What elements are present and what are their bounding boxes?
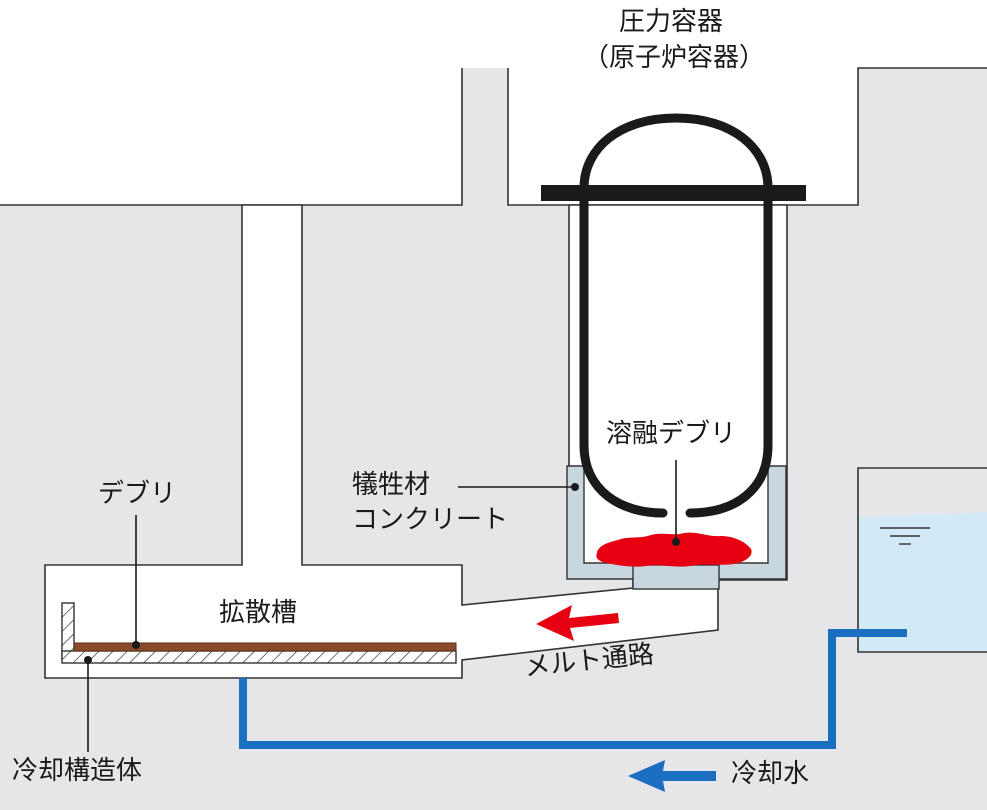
melt-flow-arrow [536, 605, 619, 641]
label-pressure-vessel-sub: （原子炉容器） [583, 43, 766, 73]
upper-space [0, 0, 987, 205]
label-spreading-tank: 拡散槽 [219, 598, 298, 628]
debris-pointer-dot [132, 641, 140, 649]
sacrificial-pointer-dot [571, 483, 579, 491]
upper-space-outline [0, 67, 987, 206]
cooling-structure-pointer-dot [84, 656, 92, 664]
water-tank [858, 512, 987, 652]
debris-layer [73, 642, 457, 652]
label-cooling-water: 冷却水 [731, 759, 810, 789]
molten-debris [596, 532, 752, 567]
cooling-structure-wall-hatch [62, 603, 74, 659]
label-sacrificial-material: 犠牲材 [352, 470, 431, 500]
vessel-flange [541, 185, 806, 201]
label-molten-debris: 溶融デブリ [606, 419, 737, 449]
cooling-structure-base-hatch [62, 651, 456, 663]
label-cooling-structure: 冷却構造体 [12, 756, 143, 786]
pressure-vessel [579, 113, 773, 518]
label-pressure-vessel: 圧力容器 [619, 7, 724, 37]
cooling-water-pipe [239, 629, 907, 749]
water-tank-outline [857, 467, 987, 653]
label-sacrificial-concrete: コンクリート [352, 505, 509, 535]
label-debris: デブリ [98, 479, 177, 509]
cooling-water-arrow [628, 760, 716, 792]
melt-gate-block [632, 564, 720, 590]
